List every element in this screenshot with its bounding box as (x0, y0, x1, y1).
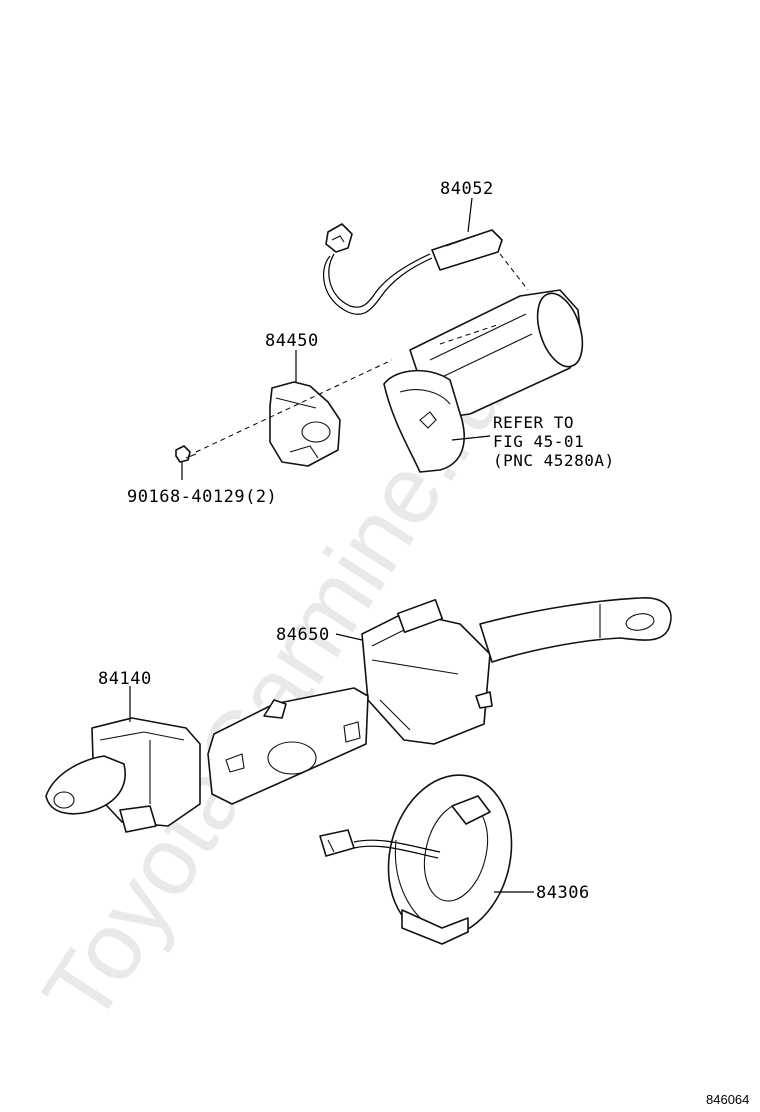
note-line-1: REFER TO (493, 413, 574, 432)
leader-84650 (335, 633, 363, 641)
part-number-84650: 84650 (276, 625, 330, 645)
part-84306-drawing (319, 774, 513, 945)
part-number-84140: 84140 (98, 669, 152, 689)
part-number-84450: 84450 (265, 331, 319, 351)
part-84052-drawing (322, 223, 529, 315)
part-84140-drawing (45, 717, 201, 833)
column-cover-drawing (383, 289, 584, 473)
switch-bracket-drawing (207, 687, 369, 805)
note-line-2: FIG 45-01 (493, 432, 584, 451)
part-number-84306: 84306 (536, 883, 590, 903)
note-line-3: (PNC 45280A) (493, 451, 615, 470)
part-number-84052: 84052 (440, 179, 494, 199)
part-84450-drawing (195, 323, 501, 467)
part-number-90168-40129: 90168-40129(2) (127, 487, 277, 507)
figure-id: 846064 (706, 1092, 749, 1107)
screw-90168-drawing (175, 445, 197, 463)
leader-note (451, 435, 491, 441)
leader-84052 (467, 197, 473, 233)
part-84650-drawing (361, 597, 672, 745)
